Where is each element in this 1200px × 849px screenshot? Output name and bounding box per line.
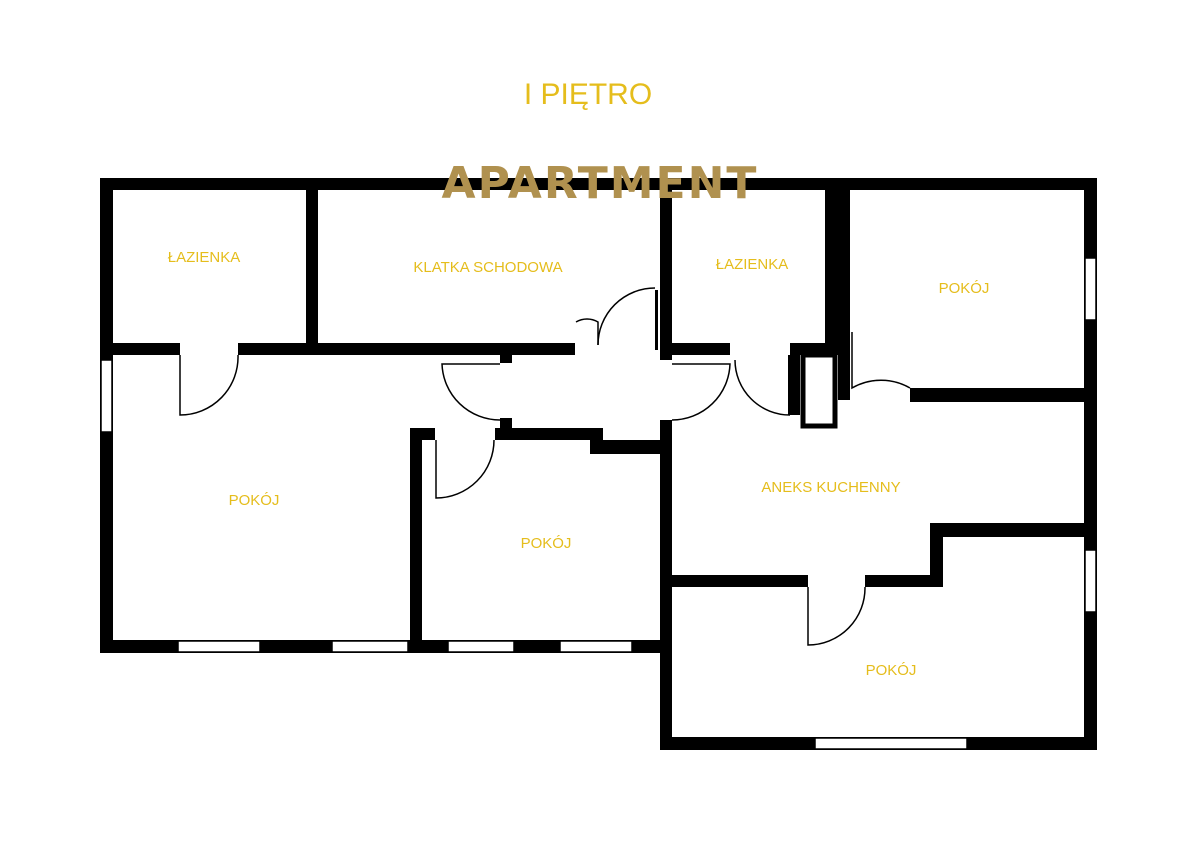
room-label-kitchenette: ANEKS KUCHENNY xyxy=(761,479,900,496)
watermark-logo: APARTMENT xyxy=(442,158,759,209)
windows xyxy=(100,257,1097,750)
walls xyxy=(100,178,1097,750)
room-label-bathroom-2: ŁAZIENKA xyxy=(716,256,789,273)
floor-title: I PIĘTRO xyxy=(524,78,652,111)
room-label-room-middle: POKÓJ xyxy=(521,535,572,552)
room-label-staircase: KLATKA SCHODOWA xyxy=(413,259,562,276)
room-labels: ŁAZIENKA KLATKA SCHODOWA ŁAZIENKA POKÓJ … xyxy=(168,249,990,679)
doors xyxy=(179,287,911,646)
room-label-bathroom-1: ŁAZIENKA xyxy=(168,249,241,266)
room-label-room-left: POKÓJ xyxy=(229,492,280,509)
room-label-room-bottom-right: POKÓJ xyxy=(866,662,917,679)
room-label-room-top-right: POKÓJ xyxy=(939,280,990,297)
